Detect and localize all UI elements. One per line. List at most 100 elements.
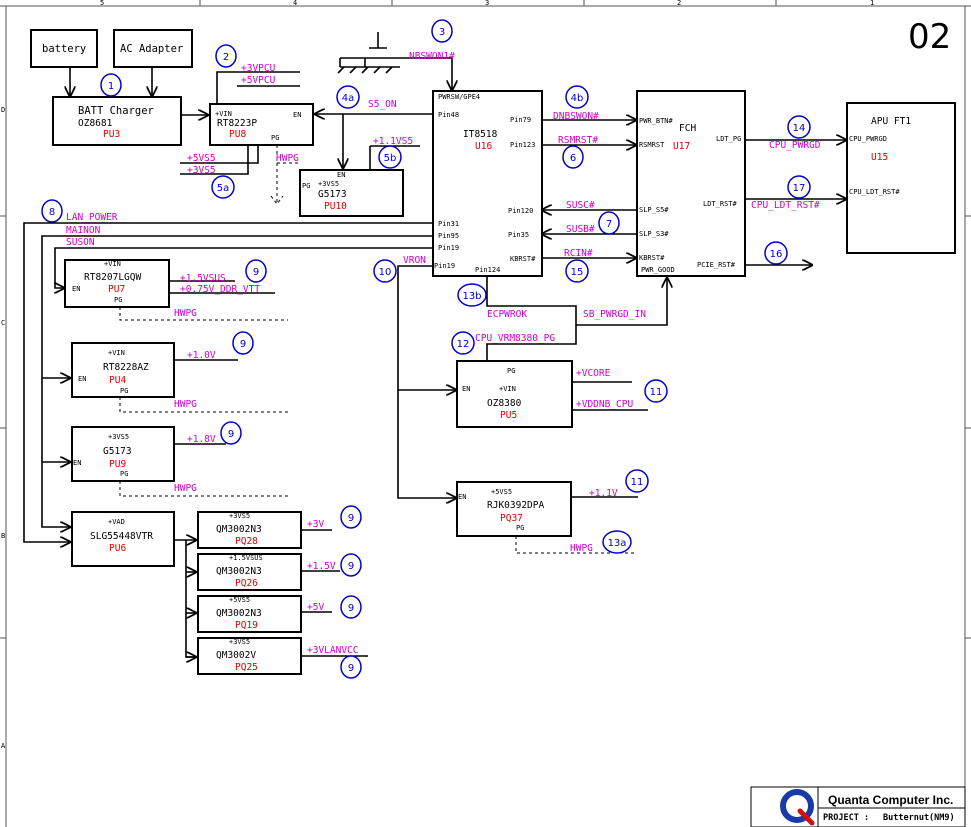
step-marker <box>787 175 811 199</box>
block-ref: PU4 <box>109 375 126 386</box>
step-marker <box>215 44 237 68</box>
signal-label: +1.5V <box>307 561 336 572</box>
step-marker <box>378 145 402 169</box>
pin-label: +3VS5 <box>318 180 339 188</box>
step-number: 14 <box>793 123 806 134</box>
step-number: 1 <box>108 81 114 92</box>
border-tick-top: 3 <box>485 0 489 7</box>
signal-label: HWPG <box>276 153 299 164</box>
pin-label: Pin35 <box>508 231 529 239</box>
step-number: 9 <box>348 513 354 524</box>
rt8228az-block <box>71 342 175 398</box>
pin-label: Pin19 <box>438 244 459 252</box>
step-number: 2 <box>223 52 229 63</box>
pin-label: SLP_S3# <box>639 230 669 238</box>
step-number: 17 <box>793 183 806 194</box>
block-ref: U15 <box>871 152 888 163</box>
qm3002n3-pq28-block <box>197 511 302 549</box>
pin-label: LDT_PG <box>716 135 741 143</box>
sheet-number: 02 <box>908 17 951 57</box>
signal-label: +0.75V_DDR_VTT <box>180 284 260 295</box>
signal-label: +1.8V <box>187 434 216 445</box>
block-name: G5173 <box>103 446 132 457</box>
border-tick-left: B <box>1 532 5 540</box>
step-number: 4a <box>342 93 355 104</box>
pin-label: LDT_RST# <box>703 200 738 208</box>
signal-labels: +3VPCU +5VPCU +5VS5 +3VS5 HWPG NBSWON1# … <box>66 51 821 656</box>
step-number: 5a <box>217 183 230 194</box>
signal-label: +1.0V <box>187 350 216 361</box>
pin-label: PG <box>302 182 310 190</box>
step-marker <box>232 331 254 355</box>
pin-label: +VIN <box>108 349 125 357</box>
block-name: FCH <box>679 123 696 134</box>
step-marker <box>431 19 453 43</box>
wires <box>23 57 846 657</box>
pin-label: +5VS5 <box>491 488 512 496</box>
block-name: SLG55448VTR <box>90 531 153 542</box>
quanta-logo <box>780 789 815 826</box>
signal-label: S5_ON <box>368 99 397 110</box>
slg55448vtr-block <box>71 511 175 567</box>
block-ref: PQ28 <box>235 536 258 547</box>
step-number: 13b <box>462 291 481 302</box>
pin-label: Pin95 <box>438 232 459 240</box>
signal-label: SUSB# <box>566 224 595 235</box>
battery-box <box>30 29 98 68</box>
signal-label: DNBSWON# <box>553 111 599 122</box>
step-number: 9 <box>253 267 259 278</box>
signal-label: +5VPCU <box>241 75 276 86</box>
pin-label: PG <box>114 296 122 304</box>
battery-label: battery <box>42 43 86 55</box>
oz8380-block <box>456 360 573 428</box>
signal-label: LAN_POWER <box>66 212 118 223</box>
block-ref: PU7 <box>108 284 125 295</box>
pin-label: EN <box>73 459 81 467</box>
step-marker <box>373 259 397 283</box>
pin-label: EN <box>72 285 80 293</box>
block-name: RT8228AZ <box>103 362 149 373</box>
pin-label: PG <box>120 470 128 478</box>
pin-label: +VIN <box>499 385 516 393</box>
signal-label: +3VS5 <box>187 165 216 176</box>
pin-label: Pin31 <box>438 220 459 228</box>
step-number: 11 <box>650 387 663 398</box>
pin-label: +VAD <box>108 518 125 526</box>
block-ref: U17 <box>673 141 690 152</box>
step-number: 9 <box>348 603 354 614</box>
signal-label: +3VPCU <box>241 63 276 74</box>
ac-adapter-box <box>113 29 193 68</box>
signal-label: +1.1V <box>589 488 618 499</box>
signal-label: +VDDNB_CPU <box>576 399 633 410</box>
step-number: 6 <box>570 153 576 164</box>
it8518-ec-block <box>432 90 543 277</box>
step-number: 11 <box>631 477 644 488</box>
step-number: 8 <box>49 207 55 218</box>
step-marker <box>764 241 788 265</box>
pin-label: Pin79 <box>510 116 531 124</box>
signal-label: MAINON <box>66 225 101 236</box>
project-name: Butternut(NM9) <box>883 813 955 823</box>
signal-label: RSMRST# <box>558 135 598 146</box>
pin-label: +VIN <box>215 110 232 118</box>
step-number: 9 <box>348 561 354 572</box>
block-name: RJK0392DPA <box>487 500 544 511</box>
g5173-pu9-block <box>71 426 175 482</box>
pin-label: Pin48 <box>438 111 459 119</box>
step-marker <box>625 469 649 493</box>
pin-label: PG <box>516 524 524 532</box>
block-ref: PU3 <box>103 129 120 140</box>
block-ref: PQ37 <box>500 513 523 524</box>
signal-label: HWPG <box>174 483 197 494</box>
step-marker <box>598 211 620 235</box>
step-marker <box>457 283 487 307</box>
signal-label: HWPG <box>174 308 197 319</box>
pin-label: PG <box>507 367 515 375</box>
rt8207lgqw-block <box>64 259 170 308</box>
step-marker <box>340 595 362 619</box>
pin-label: Pin120 <box>508 207 533 215</box>
step-marker <box>787 115 811 139</box>
step-marker <box>451 331 475 355</box>
pin-label: RSMRST <box>639 141 665 149</box>
project-label: PROJECT : <box>823 813 869 823</box>
